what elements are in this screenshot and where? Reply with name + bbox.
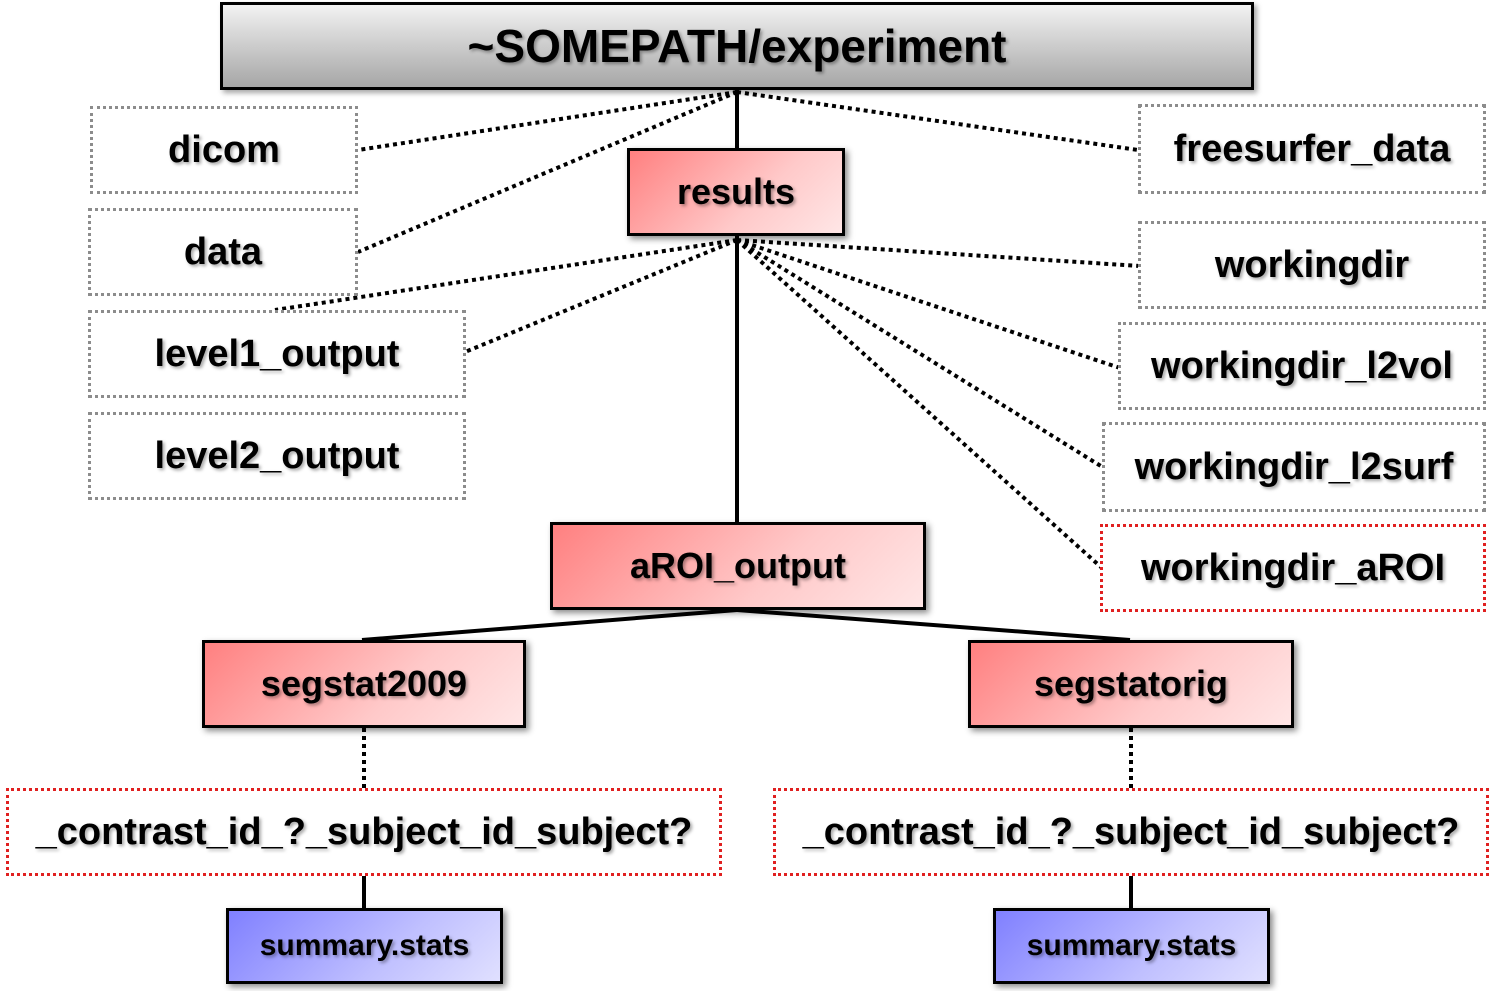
folder-workingdir-l2surf: workingdir_l2surf bbox=[1102, 422, 1486, 512]
folder-results: results bbox=[627, 148, 845, 236]
link-root-freesurfer-data bbox=[736, 90, 1139, 152]
folder-contrast-subject-right: _contrast_id_?_subject_id_subject? bbox=[773, 788, 1489, 876]
file-summary-stats-left: summary.stats bbox=[226, 908, 503, 984]
folder-level2-output: level2_output bbox=[88, 412, 466, 500]
link-results-workingdir-aroi bbox=[735, 238, 1104, 570]
folder-workingdir-aroi: workingdir_aROI bbox=[1100, 524, 1486, 612]
folder-level1-output: level1_output bbox=[88, 310, 466, 398]
file-summary-stats-right: summary.stats bbox=[993, 908, 1270, 984]
link-results-workingdir bbox=[736, 238, 1141, 268]
link-results-level1-output bbox=[274, 238, 738, 312]
link-aroi-segstatorig bbox=[736, 608, 1131, 642]
link-root-dicom bbox=[357, 90, 738, 152]
folder-freesurfer-data: freesurfer_data bbox=[1138, 104, 1486, 194]
folder-segstat2009: segstat2009 bbox=[202, 640, 526, 728]
link-results-workingdir-l2surf bbox=[735, 238, 1106, 470]
link-aroi-segstat2009 bbox=[361, 608, 738, 642]
folder-segstatorig: segstatorig bbox=[968, 640, 1294, 728]
folder-dicom: dicom bbox=[90, 106, 358, 194]
folder-contrast-subject-left: _contrast_id_?_subject_id_subject? bbox=[6, 788, 722, 876]
folder-aroi-output: aROI_output bbox=[550, 522, 926, 610]
link-results-level2-output bbox=[464, 238, 738, 354]
root-folder-experiment: ~SOMEPATH/experiment bbox=[220, 2, 1254, 90]
link-results-workingdir-l2vol bbox=[736, 238, 1121, 370]
folder-workingdir-l2vol: workingdir_l2vol bbox=[1118, 322, 1486, 410]
folder-data: data bbox=[88, 208, 358, 296]
folder-workingdir: workingdir bbox=[1138, 221, 1486, 309]
